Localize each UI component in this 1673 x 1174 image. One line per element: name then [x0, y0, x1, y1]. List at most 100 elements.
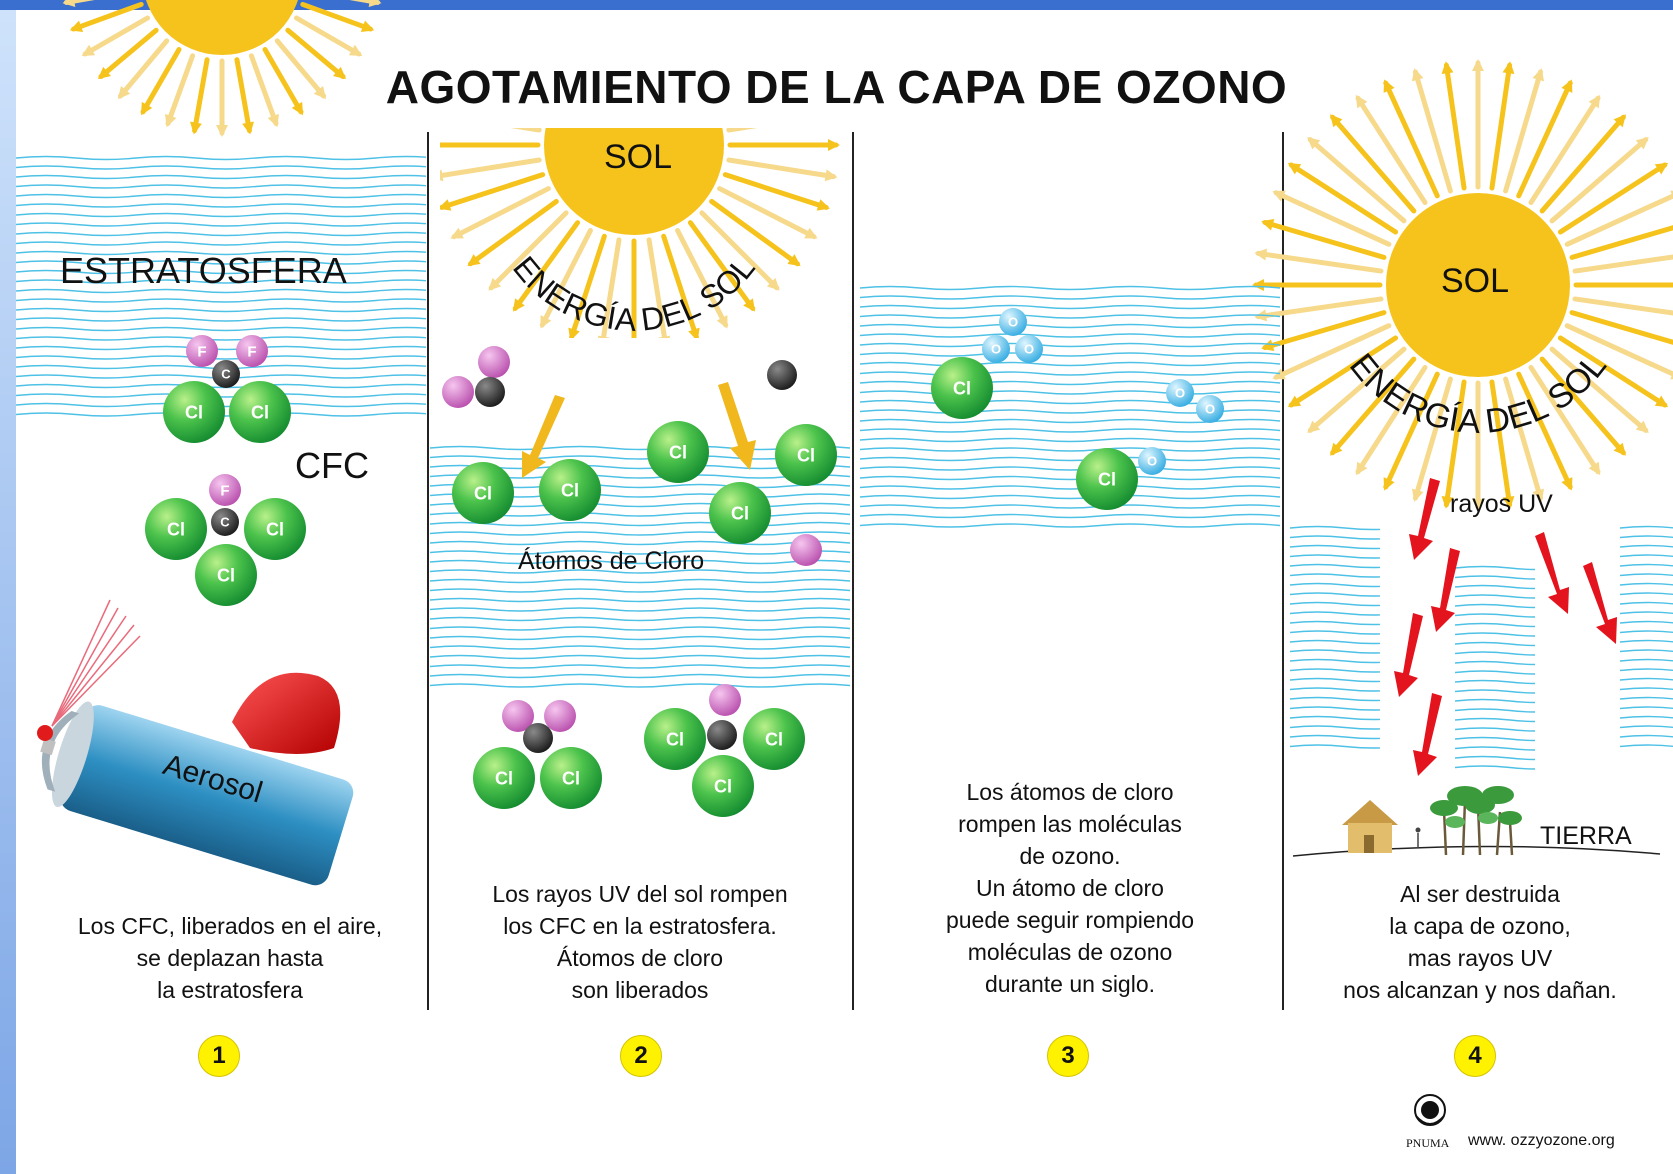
atom-symbol: C: [221, 367, 231, 382]
atom-symbol: Cl: [953, 378, 971, 398]
fluorine-atom: [442, 376, 474, 408]
sol-label-panel-2: SOL: [603, 138, 673, 176]
sun-panel-4: [1252, 59, 1673, 511]
left-border: [0, 0, 16, 1174]
chlorine-atom: Cl: [644, 708, 706, 770]
chlorine-atom: Cl: [452, 462, 514, 524]
fluorine-atom: [709, 684, 741, 716]
atom-symbol: Cl: [185, 402, 203, 422]
atom-symbol: Cl: [266, 519, 284, 539]
caption-panel-4: Al ser destruida la capa de ozono, mas r…: [1343, 881, 1617, 1003]
chlorine-atom: Cl: [195, 544, 257, 606]
fluorine-atom: [502, 700, 534, 732]
oxygen-atom: O: [999, 308, 1027, 336]
estratosfera-label: ESTRATOSFERA: [60, 250, 347, 291]
chlorine-atom: Cl: [163, 381, 225, 443]
page-title: AGOTAMIENTO DE LA CAPA DE OZONO: [385, 61, 1288, 113]
trees-icon: [1430, 786, 1522, 856]
sol-label-panel-4: SOL: [1440, 262, 1510, 300]
website-label: www. ozzyozone.org: [1468, 1132, 1615, 1149]
fluorine-atom: [544, 700, 576, 732]
oxygen-atom: O: [1138, 447, 1166, 475]
atom-symbol: Cl: [1098, 469, 1116, 489]
chlorine-atom: Cl: [931, 357, 993, 419]
chlorine-atom: Cl: [647, 421, 709, 483]
chlorine-atom: Cl: [709, 482, 771, 544]
sun-panel-2: [440, 128, 840, 338]
fluorine-atom: F: [236, 335, 268, 367]
atom-symbol: Cl: [797, 445, 815, 465]
pnuma-label: PNUMA: [1406, 1136, 1450, 1150]
atom-symbol: F: [247, 343, 256, 360]
atom-symbol: Cl: [669, 442, 687, 462]
carbon-atom: [523, 723, 553, 753]
atom-symbol: O: [1024, 342, 1034, 357]
oxygen-atom: O: [1196, 395, 1224, 423]
chlorine-atom: Cl: [473, 747, 535, 809]
atom-symbol: O: [991, 342, 1001, 357]
uv-rays-label: rayos UV: [1450, 490, 1553, 518]
fluorine-atom: F: [209, 474, 241, 506]
ozone-waves-4a: [1290, 525, 1380, 749]
stratosphere-waves-3: [860, 285, 1280, 528]
caption-panel-1: Los CFC, liberados en el aire, se deplaz…: [77, 913, 383, 1003]
fluorine-atom: [478, 346, 510, 378]
caption-panel-3: Los átomos de cloro rompen las moléculas…: [945, 779, 1195, 997]
carbon-atom: C: [211, 508, 239, 536]
uv-breaking-arrows: [522, 382, 756, 478]
chlorine-atom: Cl: [229, 381, 291, 443]
chlorine-atoms-label: Átomos de Cloro: [518, 547, 705, 575]
atom-symbol: Cl: [474, 483, 492, 503]
sun-corner: [62, 0, 382, 137]
carbon-atom: [707, 720, 737, 750]
step-badge-3: 3: [1047, 1035, 1089, 1077]
chlorine-atom: Cl: [145, 498, 207, 560]
atom-symbol: Cl: [666, 729, 684, 749]
atom-symbol: F: [197, 343, 206, 360]
atom-symbol: O: [1175, 386, 1185, 401]
carbon-atom: C: [212, 360, 240, 388]
chlorine-atom: Cl: [539, 459, 601, 521]
aerosol-can-icon: [37, 599, 354, 886]
atom-symbol: C: [220, 515, 230, 530]
step-badge-2: 2: [620, 1035, 662, 1077]
atom-symbol: Cl: [251, 402, 269, 422]
earth-ground: [1292, 845, 1661, 857]
chlorine-atom: Cl: [244, 498, 306, 560]
atom-symbol: O: [1008, 315, 1018, 330]
chlorine-atom: Cl: [692, 755, 754, 817]
atom-symbol: O: [1147, 454, 1157, 469]
atom-symbol: F: [220, 482, 229, 499]
atom-symbol: Cl: [495, 768, 513, 788]
ozone-waves-4b: [1455, 565, 1535, 770]
step-badge-4: 4: [1454, 1035, 1496, 1077]
atom-symbol: Cl: [217, 565, 235, 585]
step-badge-1: 1: [198, 1035, 240, 1077]
atom-symbol: Cl: [731, 503, 749, 523]
oxygen-atom: O: [1015, 335, 1043, 363]
cfc-label: CFC: [295, 445, 369, 486]
atom-symbol: O: [1205, 402, 1215, 417]
chlorine-atom: Cl: [1076, 448, 1138, 510]
atom-symbol: Cl: [167, 519, 185, 539]
atom-symbol: Cl: [714, 776, 732, 796]
uv-ray-arrows: [1394, 478, 1617, 776]
top-border: [0, 0, 1673, 10]
oxygen-atom: O: [982, 335, 1010, 363]
fluorine-atom: F: [186, 335, 218, 367]
chlorine-atom: Cl: [540, 747, 602, 809]
atom-symbol: Cl: [765, 729, 783, 749]
caption-panel-2: Los rayos UV del sol rompen los CFC en l…: [492, 881, 788, 1003]
unep-logo: [1414, 1094, 1446, 1126]
chlorine-atom: Cl: [743, 708, 805, 770]
carbon-atom: [475, 377, 505, 407]
fluorine-atom: [790, 534, 822, 566]
house-icon: [1342, 800, 1398, 853]
ozone-waves-4c: [1620, 525, 1673, 748]
earth-label: TIERRA: [1540, 822, 1632, 850]
carbon-atom: [767, 360, 797, 390]
oxygen-atom: O: [1166, 379, 1194, 407]
